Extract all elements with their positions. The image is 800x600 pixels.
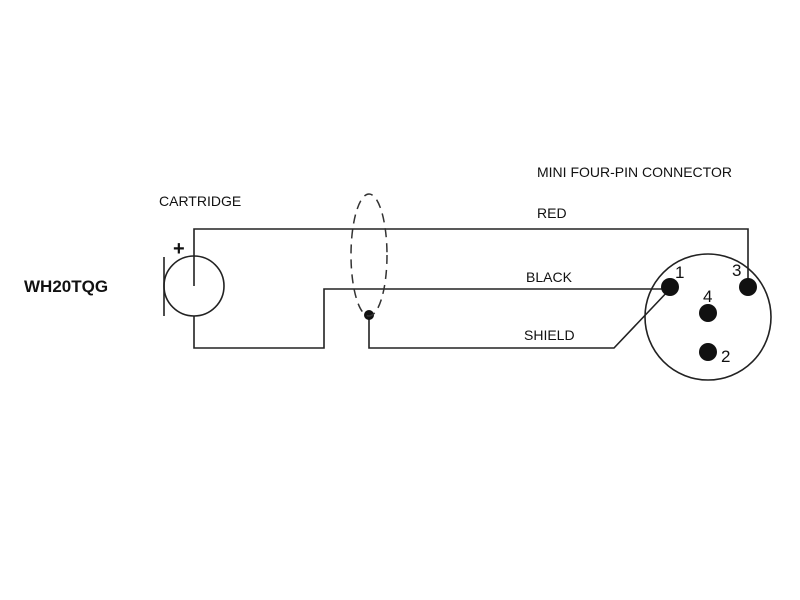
connector-label: MINI FOUR-PIN CONNECTOR: [537, 164, 732, 180]
pin-3: [739, 278, 757, 296]
pin-2-label: 2: [721, 347, 730, 366]
shield-wire: [368, 288, 671, 349]
cartridge-label: CARTRIDGE: [159, 193, 241, 209]
shield-junction-dot: [364, 310, 374, 320]
mini-four-pin-connector: 1 2 3 4: [644, 253, 772, 381]
plus-polarity-icon: +: [173, 238, 185, 260]
cable-shield-ellipse: [350, 193, 388, 317]
black-wire-label: BLACK: [526, 269, 573, 285]
pin-3-label: 3: [732, 261, 741, 280]
pin-1-label: 1: [675, 263, 684, 282]
pin-1: [661, 278, 679, 296]
pin-4-label: 4: [703, 287, 712, 306]
red-wire-label: RED: [537, 205, 567, 221]
model-label: WH20TQG: [24, 277, 108, 296]
shield-wire-label: SHIELD: [524, 327, 575, 343]
connector-body: [644, 253, 772, 381]
black-wire: [193, 288, 670, 349]
pin-2: [699, 343, 717, 361]
red-wire: [193, 228, 749, 288]
pin-4: [699, 304, 717, 322]
